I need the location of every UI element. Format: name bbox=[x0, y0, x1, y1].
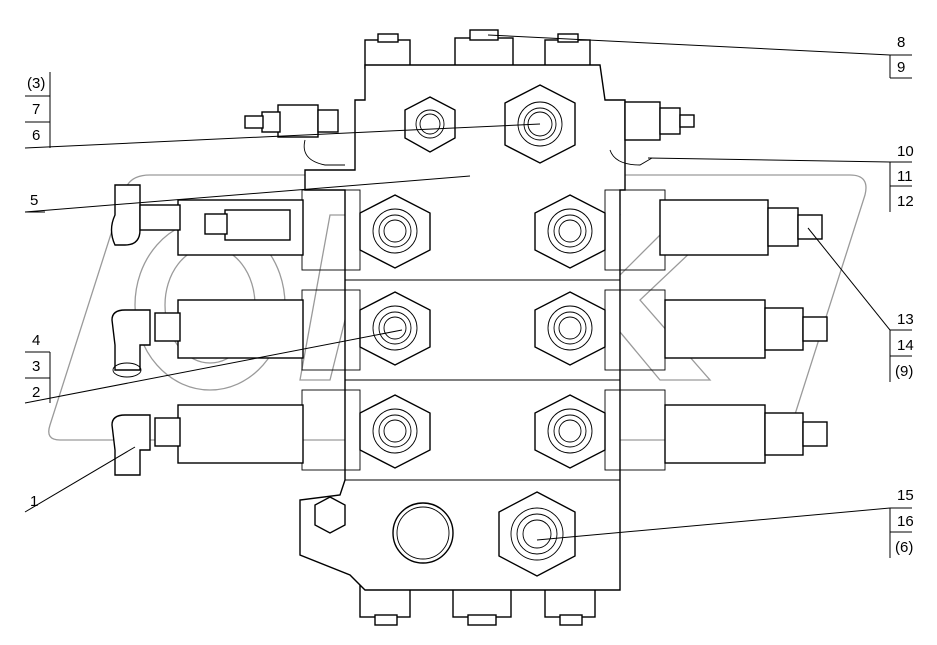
top-bolts bbox=[364, 29, 591, 69]
label-7: 7 bbox=[32, 101, 40, 118]
label-3-paren: (3) bbox=[27, 75, 45, 92]
label-5: 5 bbox=[30, 192, 38, 209]
label-16: 16 bbox=[897, 513, 914, 530]
label-10: 10 bbox=[897, 143, 914, 160]
label-1: 1 bbox=[30, 493, 38, 510]
label-9-paren: (9) bbox=[895, 363, 913, 380]
label-13: 13 bbox=[897, 311, 914, 328]
label-4: 4 bbox=[32, 332, 40, 349]
label-14: 14 bbox=[897, 337, 914, 354]
label-15: 15 bbox=[897, 487, 914, 504]
label-12: 12 bbox=[897, 193, 914, 210]
label-3: 3 bbox=[32, 358, 40, 375]
central-ports bbox=[359, 194, 606, 469]
label-6-paren: (6) bbox=[895, 539, 913, 556]
label-8: 8 bbox=[897, 34, 905, 51]
label-11: 11 bbox=[897, 168, 913, 185]
right-spools bbox=[609, 101, 828, 464]
bottom-bolts bbox=[359, 584, 596, 626]
label-9: 9 bbox=[897, 59, 905, 76]
left-spools bbox=[110, 104, 345, 476]
label-2: 2 bbox=[32, 384, 40, 401]
label-6: 6 bbox=[32, 127, 40, 144]
label-frames bbox=[25, 54, 912, 558]
bottom-ports bbox=[314, 491, 576, 577]
leader-lines bbox=[24, 34, 912, 541]
